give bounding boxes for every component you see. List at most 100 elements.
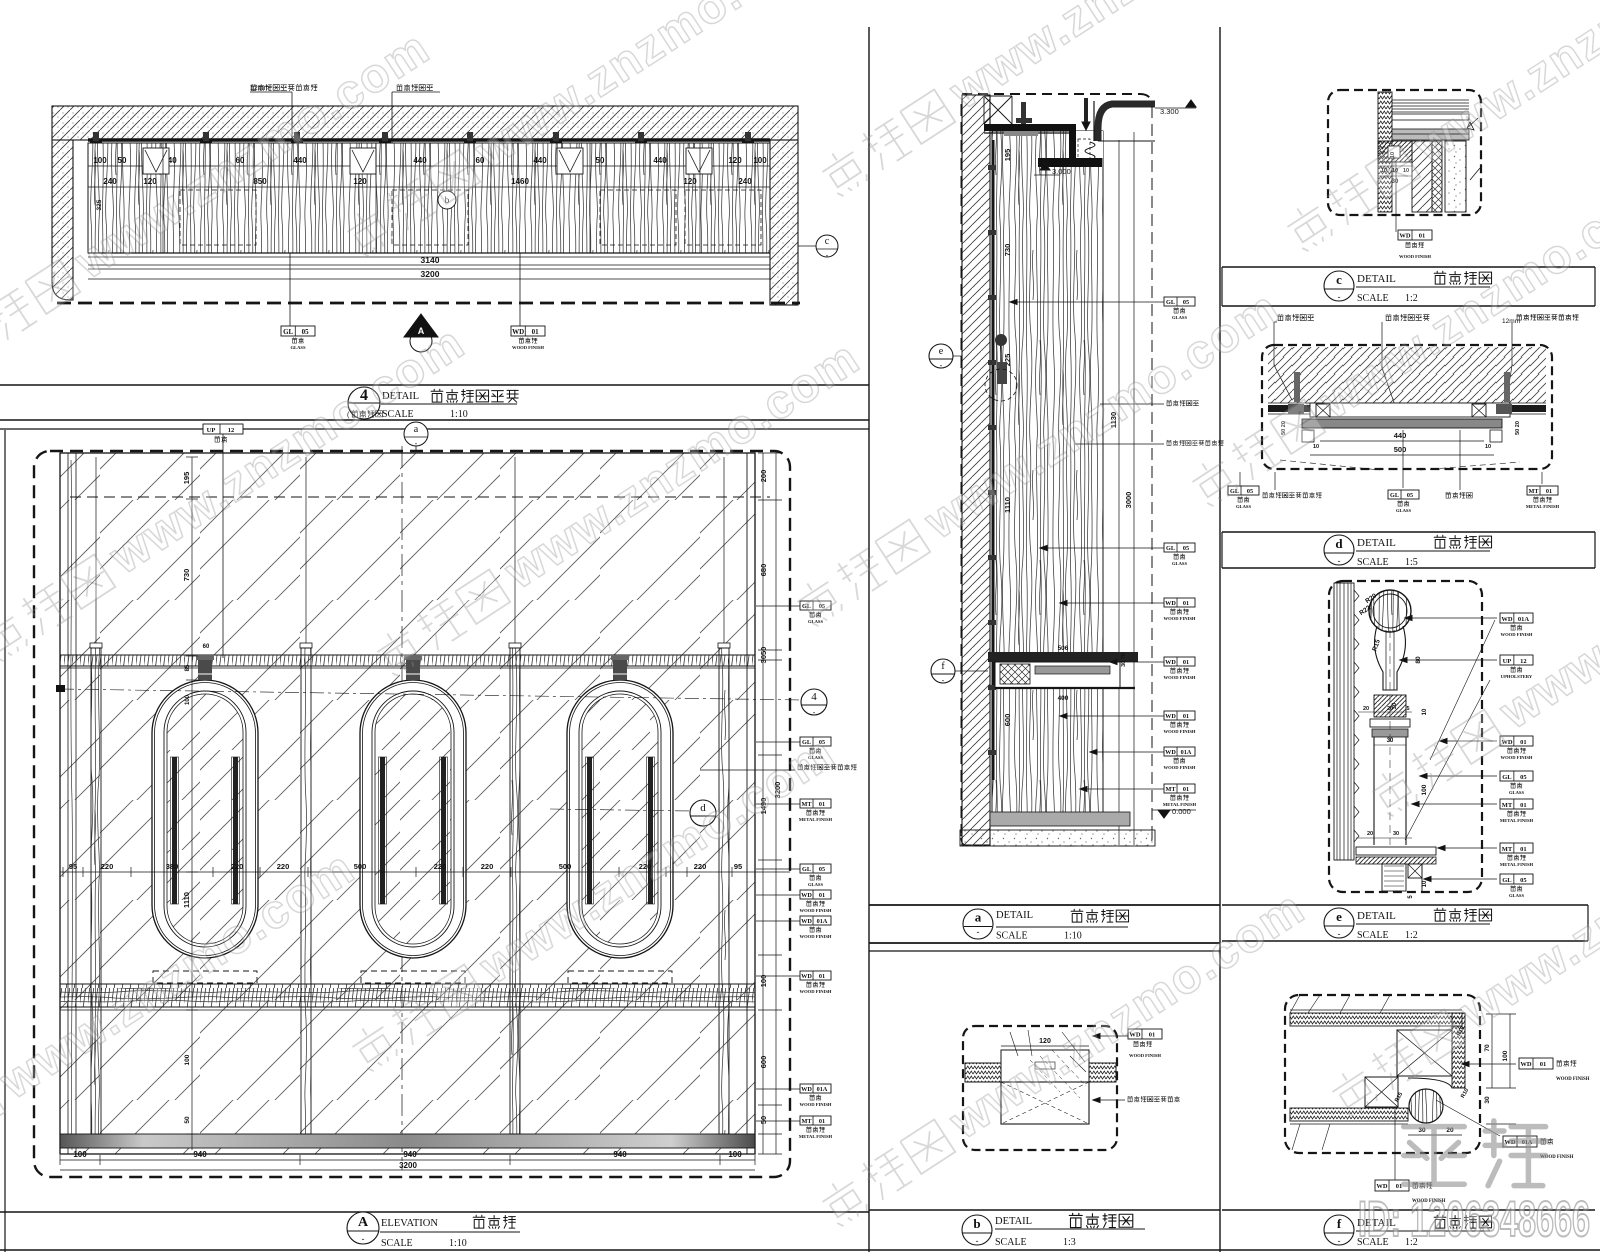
svg-text:20: 20 — [1367, 831, 1373, 837]
svg-text:506: 506 — [1058, 645, 1069, 652]
svg-text:METAL FINISH: METAL FINISH — [1526, 504, 1560, 509]
svg-text:WOOD FINISH: WOOD FINISH — [1540, 1155, 1574, 1160]
svg-text:1:2: 1:2 — [1405, 930, 1418, 941]
svg-text:200: 200 — [759, 470, 768, 483]
svg-text:01A: 01A — [817, 918, 828, 925]
svg-text:10: 10 — [1381, 168, 1387, 174]
svg-text:SCALE: SCALE — [1357, 557, 1389, 568]
svg-text:220: 220 — [694, 862, 707, 871]
svg-text:4: 4 — [360, 387, 368, 404]
svg-text:05: 05 — [1520, 877, 1527, 884]
svg-text:01A: 01A — [1518, 616, 1530, 623]
svg-text:WOOD FINISH: WOOD FINISH — [1556, 1077, 1590, 1082]
svg-text:01: 01 — [819, 1118, 825, 1125]
svg-text:100: 100 — [184, 1054, 191, 1065]
svg-text:500: 500 — [1394, 445, 1407, 454]
svg-text:3200: 3200 — [773, 782, 782, 799]
svg-text:220: 220 — [277, 862, 290, 871]
svg-text:01: 01 — [1183, 659, 1189, 666]
svg-text:50: 50 — [184, 1116, 191, 1124]
svg-text:WOOD FINISH: WOOD FINISH — [1163, 729, 1195, 734]
svg-text:c: c — [1336, 272, 1342, 287]
svg-text:05: 05 — [819, 739, 825, 746]
svg-text:95: 95 — [734, 862, 742, 871]
svg-text:1130: 1130 — [1109, 412, 1118, 428]
svg-text:100: 100 — [759, 975, 768, 988]
svg-text:3200: 3200 — [399, 1161, 417, 1170]
svg-text:30: 30 — [1393, 831, 1399, 837]
svg-text:GLASS: GLASS — [808, 619, 824, 624]
svg-text:-: - — [362, 1234, 365, 1244]
svg-text:440: 440 — [163, 156, 177, 165]
svg-text:12mm: 12mm — [250, 85, 270, 92]
svg-text:10: 10 — [1313, 444, 1319, 450]
svg-text:10: 10 — [1422, 708, 1428, 715]
svg-text:1:3: 1:3 — [1063, 1237, 1076, 1248]
svg-text:SCALE: SCALE — [1357, 293, 1389, 304]
svg-text:SCALE: SCALE — [381, 1238, 413, 1249]
svg-text:30: 30 — [1484, 1096, 1491, 1104]
svg-text:WOOD FINISH: WOOD FINISH — [512, 345, 544, 350]
svg-text:01: 01 — [1396, 1183, 1403, 1190]
svg-text:3.300: 3.300 — [1160, 107, 1179, 116]
svg-text:WOOD FINISH: WOOD FINISH — [1163, 675, 1195, 680]
svg-text:30 70: 30 70 — [1121, 653, 1127, 667]
svg-text:440: 440 — [533, 156, 547, 165]
svg-text:220: 220 — [639, 862, 652, 871]
svg-text:100: 100 — [753, 156, 767, 165]
svg-text:a: a — [414, 424, 419, 435]
svg-text:1:10: 1:10 — [450, 409, 468, 420]
svg-text:240: 240 — [103, 177, 117, 186]
svg-text:01: 01 — [1520, 846, 1527, 853]
svg-text:DETAIL: DETAIL — [1357, 1217, 1396, 1229]
svg-text:f: f — [1337, 1216, 1342, 1231]
svg-text:1:5: 1:5 — [1405, 557, 1418, 568]
svg-text:GLASS: GLASS — [1172, 561, 1188, 566]
svg-text:GL: GL — [1502, 774, 1512, 781]
svg-text:01: 01 — [1183, 713, 1189, 720]
svg-text:WOOD FINISH: WOOD FINISH — [799, 1102, 831, 1107]
svg-text:1490: 1490 — [759, 798, 768, 815]
svg-text:3200: 3200 — [421, 269, 440, 279]
svg-text:-: - — [942, 676, 945, 685]
svg-text:-: - — [1338, 929, 1341, 939]
svg-text:WD: WD — [512, 328, 524, 336]
svg-text:01: 01 — [819, 892, 825, 899]
svg-text:01: 01 — [1520, 739, 1527, 746]
svg-text:3140: 3140 — [421, 255, 440, 265]
svg-text:440: 440 — [413, 156, 427, 165]
svg-text:MT: MT — [1166, 786, 1177, 793]
svg-text:METAL FINISH: METAL FINISH — [1500, 818, 1534, 823]
svg-text:680: 680 — [759, 564, 768, 577]
svg-text:05: 05 — [1183, 299, 1189, 306]
svg-text:WOOD FINISH: WOOD FINISH — [799, 908, 831, 913]
svg-text:3.000: 3.000 — [1052, 167, 1071, 176]
svg-text:1110: 1110 — [1003, 497, 1012, 513]
svg-text:WD: WD — [1165, 659, 1176, 666]
svg-text:20: 20 — [1446, 1127, 1454, 1134]
svg-text:WD: WD — [1165, 600, 1176, 607]
svg-text:01: 01 — [532, 328, 540, 336]
svg-text:940: 940 — [193, 1150, 207, 1159]
svg-text:-: - — [976, 1236, 979, 1246]
svg-text:220: 220 — [231, 862, 244, 871]
svg-text:05: 05 — [302, 328, 310, 336]
svg-text:A: A — [418, 326, 425, 336]
svg-text:GLASS: GLASS — [1172, 315, 1188, 320]
svg-text:10: 10 — [1403, 168, 1409, 174]
svg-text:400: 400 — [1058, 695, 1069, 702]
svg-text:f: f — [941, 661, 945, 672]
svg-text:12: 12 — [1520, 658, 1527, 665]
svg-text:5: 5 — [1406, 706, 1409, 712]
svg-text:850: 850 — [253, 177, 267, 186]
svg-text:GL: GL — [1390, 492, 1399, 499]
svg-text:220: 220 — [101, 862, 114, 871]
svg-text:10: 10 — [1392, 168, 1398, 174]
svg-text:100: 100 — [93, 156, 107, 165]
svg-text:50 20: 50 20 — [1281, 421, 1287, 435]
svg-text:440: 440 — [653, 156, 667, 165]
svg-text:SCALE: SCALE — [1357, 1237, 1389, 1248]
svg-text:a: a — [975, 910, 982, 925]
svg-text:ID: 1206348666: ID: 1206348666 — [1358, 1191, 1590, 1247]
svg-text:10: 10 — [1390, 152, 1396, 158]
